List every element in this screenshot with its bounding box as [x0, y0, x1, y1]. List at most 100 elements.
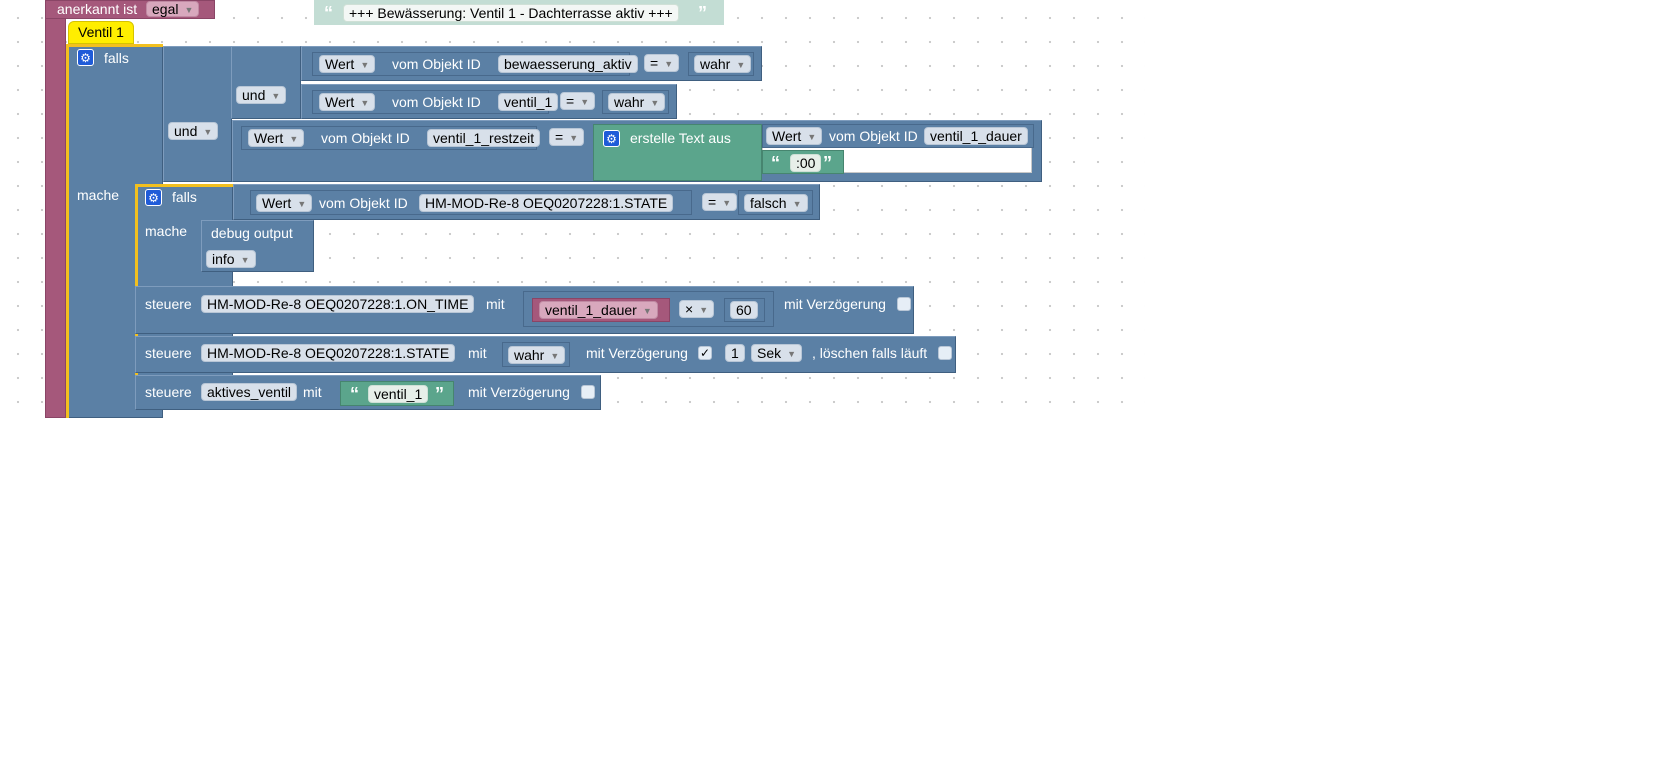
operator-dropdown-1[interactable]: =▼ [644, 54, 680, 72]
and-block-inner[interactable]: und▼ [231, 46, 301, 119]
control-2-delay-checkbox[interactable]: ✓ [698, 346, 712, 360]
get-value-block-1[interactable]: Wert▼ vom Objekt ID bewaesserung_aktiv [312, 52, 638, 76]
bool-block-5[interactable]: wahr▼ [502, 342, 570, 367]
bool-dropdown-1[interactable]: wahr▼ [694, 55, 752, 73]
control-2-mit: mit [468, 345, 487, 361]
chevron-down-icon: ▼ [271, 91, 281, 101]
bool-block-1[interactable]: wahr▼ [688, 52, 754, 76]
chevron-down-icon: ▼ [360, 60, 370, 70]
chevron-down-icon: ▼ [722, 198, 732, 208]
get-value-block-2[interactable]: Wert▼ vom Objekt ID ventil_1 [312, 90, 559, 114]
object-id-field-2[interactable]: ventil_1 [498, 93, 559, 111]
object-id-field-join[interactable]: ventil_1_dauer [924, 127, 1028, 145]
control-2-delay-amount[interactable]: 1 [725, 344, 745, 362]
math-operator-dropdown[interactable]: ×▼ [679, 300, 715, 318]
and-outer-dropdown[interactable]: und▼ [168, 122, 219, 140]
object-id-label-3: vom Objekt ID [321, 130, 410, 146]
text-literal-block-2[interactable]: “ ventil_1 ” [340, 381, 454, 406]
ack-dropdown[interactable]: egal▼ [146, 1, 200, 17]
debug-level-dropdown[interactable]: info▼ [206, 250, 256, 268]
value-dropdown-join[interactable]: Wert ▼ [766, 127, 823, 145]
comment-hat[interactable]: Ventil 1 [68, 21, 134, 44]
chevron-down-icon: ▼ [650, 98, 660, 108]
text-literal-field[interactable]: :00 [790, 154, 822, 172]
compare-block-1[interactable]: Wert▼ vom Objekt ID bewaesserung_aktiv =… [301, 46, 762, 81]
control-2-target[interactable]: HM-MOD-Re-8 OEQ0207228:1.STATE [201, 344, 456, 362]
bool-5-text: wahr [514, 347, 545, 363]
get-value-block-4[interactable]: Wert▼ vom Objekt ID HM-MOD-Re-8 OEQ02072… [250, 190, 692, 215]
debug-message-field[interactable]: +++ Bewässerung: Ventil 1 - Dachterrasse… [343, 4, 679, 22]
compare-block-2[interactable]: Wert▼ vom Objekt ID ventil_1 =▼ wahr▼ [301, 84, 677, 119]
control-1-label: steuere [145, 296, 192, 312]
bool-4-text: falsch [750, 195, 787, 211]
number-field[interactable]: 60 [730, 301, 758, 319]
math-block[interactable]: ventil_1_dauer▼ ×▼ 60 [523, 291, 774, 327]
gear-icon[interactable]: ⚙ [145, 189, 162, 206]
quote-close-icon: ” [823, 153, 832, 173]
control-1-target[interactable]: HM-MOD-Re-8 OEQ0207228:1.ON_TIME [201, 295, 475, 313]
control-3-label: steuere [145, 384, 192, 400]
chevron-down-icon: ▼ [807, 132, 817, 142]
text-literal-field-2[interactable]: ventil_1 [368, 385, 429, 403]
quote-open-icon: “ [324, 3, 333, 23]
control-3-delay-checkbox[interactable] [581, 385, 595, 399]
value-dropdown-3-text: Wert [254, 130, 284, 146]
object-id-label-2: vom Objekt ID [392, 94, 481, 110]
operator-dropdown-2[interactable]: =▼ [560, 92, 596, 110]
control-2-clear-checkbox[interactable] [938, 346, 952, 360]
if-block-highlight [66, 44, 163, 418]
get-value-block-join[interactable]: Wert▼ vom Objekt ID ventil_1_dauer [762, 124, 1034, 148]
chevron-down-icon: ▼ [642, 306, 652, 316]
bool-dropdown-5[interactable]: wahr▼ [508, 346, 566, 364]
text-join-block[interactable]: ⚙ erstelle Text aus [593, 124, 762, 181]
ack-value: egal [152, 1, 179, 17]
control-2-delay-unit[interactable]: Sek▼ [751, 344, 803, 362]
object-id-label-4: vom Objekt ID [319, 195, 408, 211]
value-dropdown-1[interactable]: Wert ▼ [319, 55, 376, 73]
get-value-block-3[interactable]: Wert▼ vom Objekt ID ventil_1_restzeit [241, 126, 541, 150]
trigger-header[interactable]: anerkannt ist egal▼ [45, 0, 215, 19]
object-id-field-3[interactable]: ventil_1_restzeit [427, 129, 541, 147]
quote-close-icon: ” [698, 3, 707, 23]
gear-icon[interactable]: ⚙ [77, 49, 94, 66]
compare-block-4[interactable]: Wert▼ vom Objekt ID HM-MOD-Re-8 OEQ02072… [233, 184, 820, 220]
debug-output-block[interactable]: debug output info▼ [201, 220, 314, 272]
bool-block-4[interactable]: falsch▼ [738, 190, 813, 215]
inner-mache-label: mache [145, 223, 188, 239]
object-id-field-4[interactable]: HM-MOD-Re-8 OEQ0207228:1.STATE [419, 194, 674, 212]
blockly-workspace[interactable]: anerkannt ist egal▼ Ventil 1 ⚙ falls mac… [0, 0, 1145, 418]
operator-dropdown-4[interactable]: =▼ [702, 193, 738, 211]
delay-unit-text: Sek [757, 345, 782, 361]
control-3-target[interactable]: aktives_ventil [201, 383, 298, 401]
quote-open-icon: “ [350, 384, 359, 404]
value-dropdown-1-text: Wert [325, 56, 355, 72]
debug-message-block[interactable]: “ +++ Bewässerung: Ventil 1 - Dachterras… [314, 0, 724, 25]
control-block-2[interactable]: steuere HM-MOD-Re-8 OEQ0207228:1.STATE m… [135, 336, 956, 373]
text-literal-block[interactable]: “ :00 ” [762, 150, 844, 174]
value-dropdown-4-text: Wert [262, 195, 292, 211]
compare-block-3[interactable]: Wert▼ vom Objekt ID ventil_1_restzeit =▼… [232, 120, 1042, 182]
gear-icon[interactable]: ⚙ [603, 130, 620, 147]
bool-dropdown-2[interactable]: wahr▼ [608, 93, 666, 111]
value-dropdown-join-text: Wert [772, 128, 802, 144]
and-block-outer[interactable]: und▼ [163, 46, 232, 182]
variable-dropdown[interactable]: ventil_1_dauer▼ [539, 301, 658, 319]
object-id-field-1[interactable]: bewaesserung_aktiv [498, 55, 638, 73]
value-dropdown-2-text: Wert [325, 94, 355, 110]
operator-dropdown-3[interactable]: =▼ [549, 128, 585, 146]
variable-block[interactable]: ventil_1_dauer▼ [532, 298, 670, 322]
and-inner-dropdown[interactable]: und▼ [236, 86, 287, 104]
control-1-delay-checkbox[interactable] [897, 297, 911, 311]
bool-block-2[interactable]: wahr▼ [602, 90, 669, 114]
value-dropdown-4[interactable]: Wert▼ [256, 194, 313, 212]
number-block[interactable]: 60 [724, 298, 765, 322]
trigger-block[interactable] [45, 0, 66, 418]
control-2-delay-label: mit Verzögerung [586, 345, 688, 361]
value-dropdown-3[interactable]: Wert▼ [248, 129, 305, 147]
control-block-1[interactable]: steuere HM-MOD-Re-8 OEQ0207228:1.ON_TIME… [135, 286, 914, 334]
value-dropdown-2[interactable]: Wert▼ [319, 93, 376, 111]
operator-3-text: = [555, 129, 564, 145]
and-outer-value: und [174, 123, 198, 139]
bool-dropdown-4[interactable]: falsch▼ [744, 194, 808, 212]
control-block-3[interactable]: steuere aktives_ventil mit “ ventil_1 ” … [135, 375, 601, 410]
